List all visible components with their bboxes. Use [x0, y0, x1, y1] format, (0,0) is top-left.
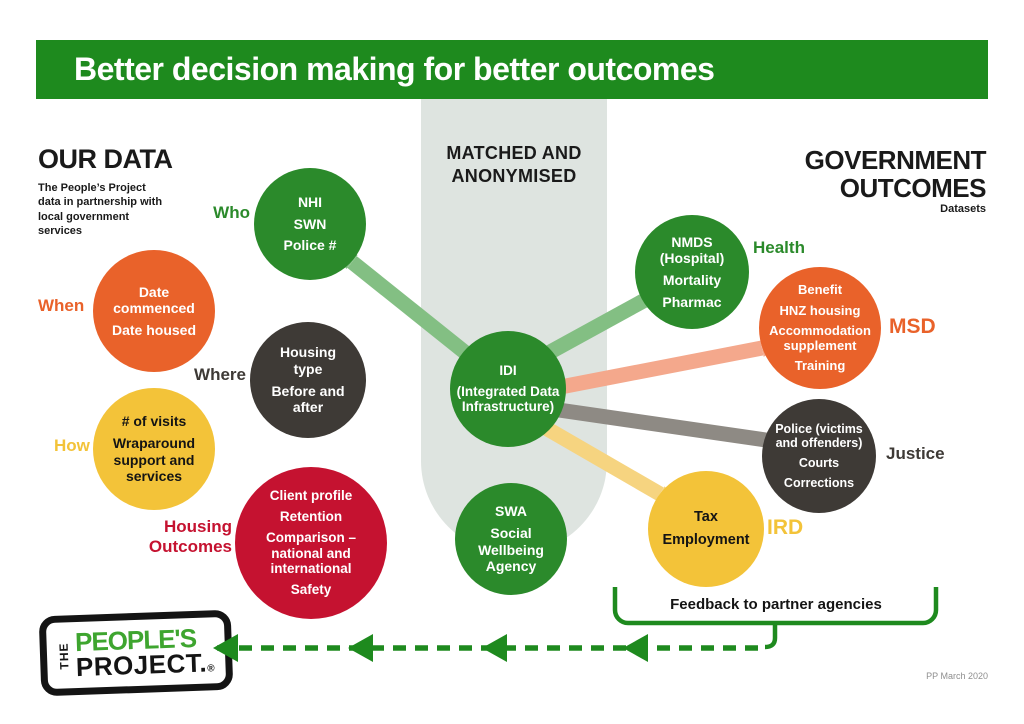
circle-item: NHI [297, 194, 323, 211]
ird-label: IRD [767, 516, 804, 539]
circle-item: Corrections [783, 475, 855, 490]
our-data-title: OUR DATA [38, 144, 173, 174]
circle-item: Benefit [797, 282, 843, 298]
when-label: When [38, 296, 85, 315]
connector-justice [543, 400, 789, 449]
circle-item: Safety [290, 582, 332, 598]
circle-item: Mortality [662, 272, 722, 288]
our-data-subtitle: The People’s Project data in partnership… [38, 182, 163, 237]
circle-item: Retention [279, 508, 343, 524]
housing-outcomes-circle: Client profile Retention Comparison – na… [235, 467, 387, 619]
justice-label: Justice [886, 444, 945, 463]
how-label: How [54, 436, 90, 455]
circle-item: Before and after [271, 382, 345, 416]
when-circle: Date commenced Date housed [93, 250, 215, 372]
who-circle: NHI SWN Police # [254, 168, 366, 280]
circle-item: Wraparound support and services [112, 434, 196, 485]
datasets-subtitle: Datasets [940, 203, 986, 215]
matched-column [421, 99, 607, 554]
circle-item: SWN [293, 215, 327, 232]
feedback-label: Feedback to partner agencies [670, 596, 882, 613]
circle-item: Comparison – national and international [265, 529, 357, 577]
who-label: Who [213, 203, 250, 222]
swa-circle: SWA Social Wellbeing Agency [455, 483, 567, 595]
connector-ird [528, 413, 680, 506]
credit-text: PP March 2020 [926, 671, 988, 681]
logo-the-text: THE [57, 641, 72, 670]
peoples-project-logo: THE PEOPLE'S PROJECT.® [38, 609, 234, 697]
circle-item: Training [794, 358, 846, 374]
circle-item: Police # [283, 237, 337, 254]
registered-mark-icon: ® [207, 663, 216, 675]
housing-outcomes-label: Housing Outcomes [148, 517, 232, 557]
circle-item: Client profile [269, 487, 353, 503]
idi-circle: IDI (Integrated Data Infrastructure) [450, 331, 566, 447]
logo-project-word: PROJECT. [75, 647, 208, 683]
circle-item: Courts [798, 456, 840, 470]
circle-item: (Integrated Data Infrastructure) [456, 383, 560, 415]
circle-item: Date housed [111, 321, 196, 338]
circle-item: Police (victims and offenders) [775, 421, 863, 451]
where-circle: Housing type Before and after [250, 322, 366, 438]
matched-anonymised-title: MATCHED AND ANONYMISED [446, 143, 582, 186]
how-circle: # of visits Wraparound support and servi… [93, 388, 215, 510]
circle-item: Social Wellbeing Agency [478, 524, 544, 575]
circle-item: Date commenced [113, 283, 195, 317]
circle-item: Employment [662, 531, 750, 548]
health-label: Health [753, 238, 805, 257]
circle-item: Accommodation supplement [769, 322, 871, 354]
circle-item: SWA [495, 503, 527, 520]
circle-item: HNZ housing [779, 302, 861, 318]
msd-circle: Benefit HNZ housing Accommodation supple… [759, 267, 881, 389]
circle-item: Pharmac [662, 293, 722, 310]
health-circle: NMDS (Hospital) Mortality Pharmac [635, 215, 749, 329]
msd-label: MSD [889, 315, 936, 338]
logo-project-text: PROJECT.® [75, 647, 216, 683]
government-outcomes-title: GOVERNMENT OUTCOMES [804, 145, 987, 204]
ird-circle: Tax Employment [648, 471, 764, 587]
circle-item: NMDS (Hospital) [659, 233, 725, 267]
circle-item: # of visits [121, 413, 187, 430]
page-title: Better decision making for better outcom… [74, 51, 715, 87]
header-banner: Better decision making for better outcom… [36, 40, 988, 99]
circle-item: IDI [499, 362, 517, 378]
circle-item: Housing type [280, 344, 336, 377]
connector-msd [543, 339, 785, 398]
where-label: Where [194, 365, 246, 384]
circle-item: Tax [694, 509, 718, 526]
justice-circle: Police (victims and offenders) Courts Co… [762, 399, 876, 513]
